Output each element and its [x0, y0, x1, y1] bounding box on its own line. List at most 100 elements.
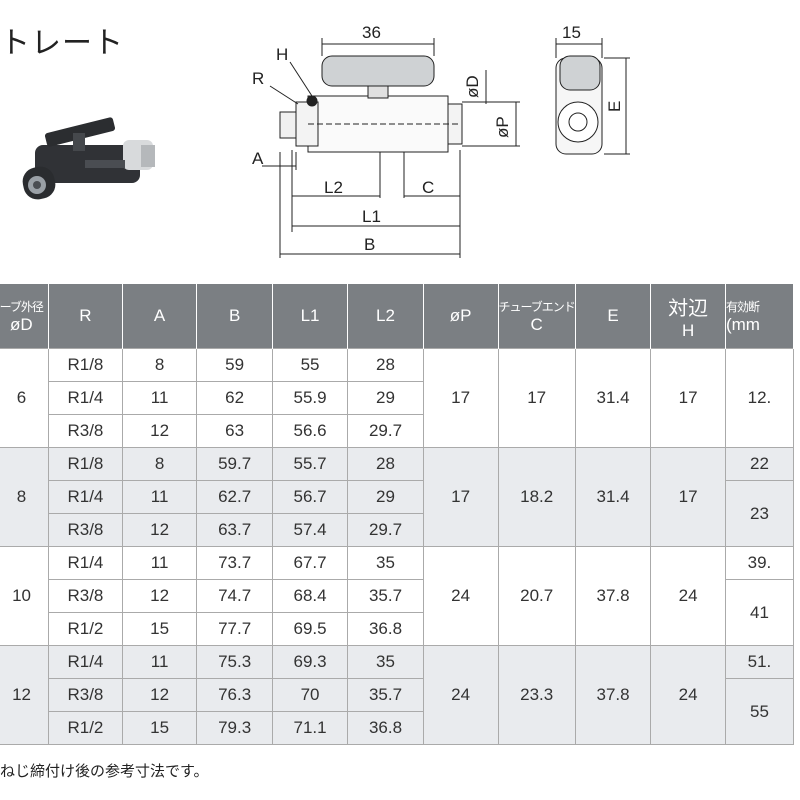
cell-B: 79.3: [196, 711, 273, 745]
cell-L2: 28: [347, 447, 424, 481]
dimension-drawing: 36 15 H R A L2 L1 B C øD øP E: [252, 23, 630, 258]
col-P: øP: [423, 284, 499, 349]
cell-L1: 71.1: [271, 711, 349, 745]
footnote: ねじ締付け後の参考寸法です。: [0, 762, 209, 780]
cell-eff: 41: [724, 579, 795, 646]
cell-eff: 12.: [724, 348, 795, 448]
cell-R: R1/4: [48, 645, 123, 679]
cell-eff: 51.: [724, 645, 795, 679]
cell-A: 12: [121, 579, 198, 613]
cell-R: R3/8: [48, 513, 123, 547]
dim-36: 36: [362, 23, 381, 42]
cell-H: 17: [650, 348, 726, 448]
table-row: R1/2 15 77.7 69.5 36.8: [0, 612, 794, 646]
cell-eff: 23: [724, 480, 795, 547]
cell-P: 17: [422, 348, 499, 448]
cell-L2: 29: [347, 480, 424, 514]
cell-B: 59.7: [196, 447, 273, 481]
cell-B: 59: [196, 348, 273, 382]
cell-C: 17: [497, 348, 576, 448]
dim-H: H: [276, 45, 288, 64]
cell-B: 74.7: [196, 579, 273, 613]
col-L1: L1: [272, 284, 349, 349]
cell-L2: 35: [347, 546, 424, 580]
table-row: R1/2 15 79.3 71.1 36.8: [0, 711, 794, 745]
cell-eff: 22: [724, 447, 795, 481]
dim-15: 15: [562, 23, 581, 42]
cell-P: 24: [422, 645, 499, 745]
cell-L2: 35: [347, 645, 424, 679]
cell-P: 24: [422, 546, 499, 646]
cell-L2: 35.7: [347, 678, 424, 712]
cell-A: 12: [121, 513, 198, 547]
cell-H: 24: [650, 645, 726, 745]
cell-R: R1/2: [48, 612, 123, 646]
cell-L1: 57.4: [271, 513, 349, 547]
cell-eff: 55: [724, 678, 795, 745]
cell-A: 8: [121, 348, 198, 382]
table-row: R3/8 12 63 56.6 29.7: [0, 414, 794, 448]
cell-B: 77.7: [196, 612, 273, 646]
cell-B: 63.7: [196, 513, 273, 547]
table-row: R3/8 12 76.3 70 35.7 55: [0, 678, 795, 745]
cell-L1: 70: [271, 678, 349, 712]
cell-R: R1/2: [48, 711, 123, 745]
table-row: R1/4 11 62.7 56.7 29 23: [0, 480, 795, 547]
cell-A: 15: [121, 612, 198, 646]
cell-L2: 29: [347, 381, 424, 415]
cell-R: R1/4: [48, 381, 123, 415]
dim-B: B: [364, 235, 375, 254]
cell-A: 12: [121, 678, 198, 712]
dim-L1: L1: [362, 207, 381, 226]
dim-R: R: [252, 69, 264, 88]
cell-L1: 69.3: [271, 645, 349, 679]
dim-oD: øD: [463, 75, 482, 98]
cell-B: 73.7: [196, 546, 273, 580]
cell-L1: 55.7: [271, 447, 349, 481]
cell-L2: 29.7: [347, 414, 424, 448]
cell-E: 37.8: [574, 546, 652, 646]
cell-B: 62.7: [196, 480, 273, 514]
cell-L1: 55: [271, 348, 349, 382]
dim-C: C: [422, 178, 434, 197]
cell-L2: 28: [347, 348, 424, 382]
col-A: A: [122, 284, 198, 349]
cell-L1: 68.4: [271, 579, 349, 613]
cell-L1: 67.7: [271, 546, 349, 580]
cell-A: 8: [121, 447, 198, 481]
cell-L1: 56.6: [271, 414, 349, 448]
cell-P: 17: [422, 447, 499, 547]
table-row: 6 R1/8 8 59 55 28 17 17 31.4 17 12.: [0, 348, 795, 448]
dim-oP: øP: [493, 116, 512, 138]
cell-B: 62: [196, 381, 273, 415]
cell-R: R1/4: [48, 546, 123, 580]
size-cell: 8: [0, 447, 50, 547]
cell-L2: 36.8: [347, 711, 424, 745]
cell-L1: 69.5: [271, 612, 349, 646]
valve-photo: [22, 117, 155, 200]
table-row: R1/4 11 62 55.9 29: [0, 381, 794, 415]
cell-A: 15: [121, 711, 198, 745]
cell-R: R3/8: [48, 414, 123, 448]
cell-A: 11: [121, 645, 198, 679]
cell-E: 31.4: [574, 447, 652, 547]
table-row: R3/8 12 63.7 57.4 29.7: [0, 513, 794, 547]
dim-L2: L2: [324, 178, 343, 197]
cell-C: 20.7: [497, 546, 576, 646]
col-B: B: [196, 284, 273, 349]
col-effective-area: 有効断(mm: [725, 284, 795, 349]
page-title: トレート: [0, 26, 124, 61]
size-cell: 10: [0, 546, 50, 646]
cell-R: R1/8: [48, 348, 123, 382]
cell-L2: 36.8: [347, 612, 424, 646]
cell-B: 63: [196, 414, 273, 448]
dim-E: E: [605, 101, 624, 112]
cell-A: 12: [121, 414, 198, 448]
cell-C: 23.3: [497, 645, 576, 745]
size-cell: 6: [0, 348, 50, 448]
col-E: E: [575, 284, 652, 349]
